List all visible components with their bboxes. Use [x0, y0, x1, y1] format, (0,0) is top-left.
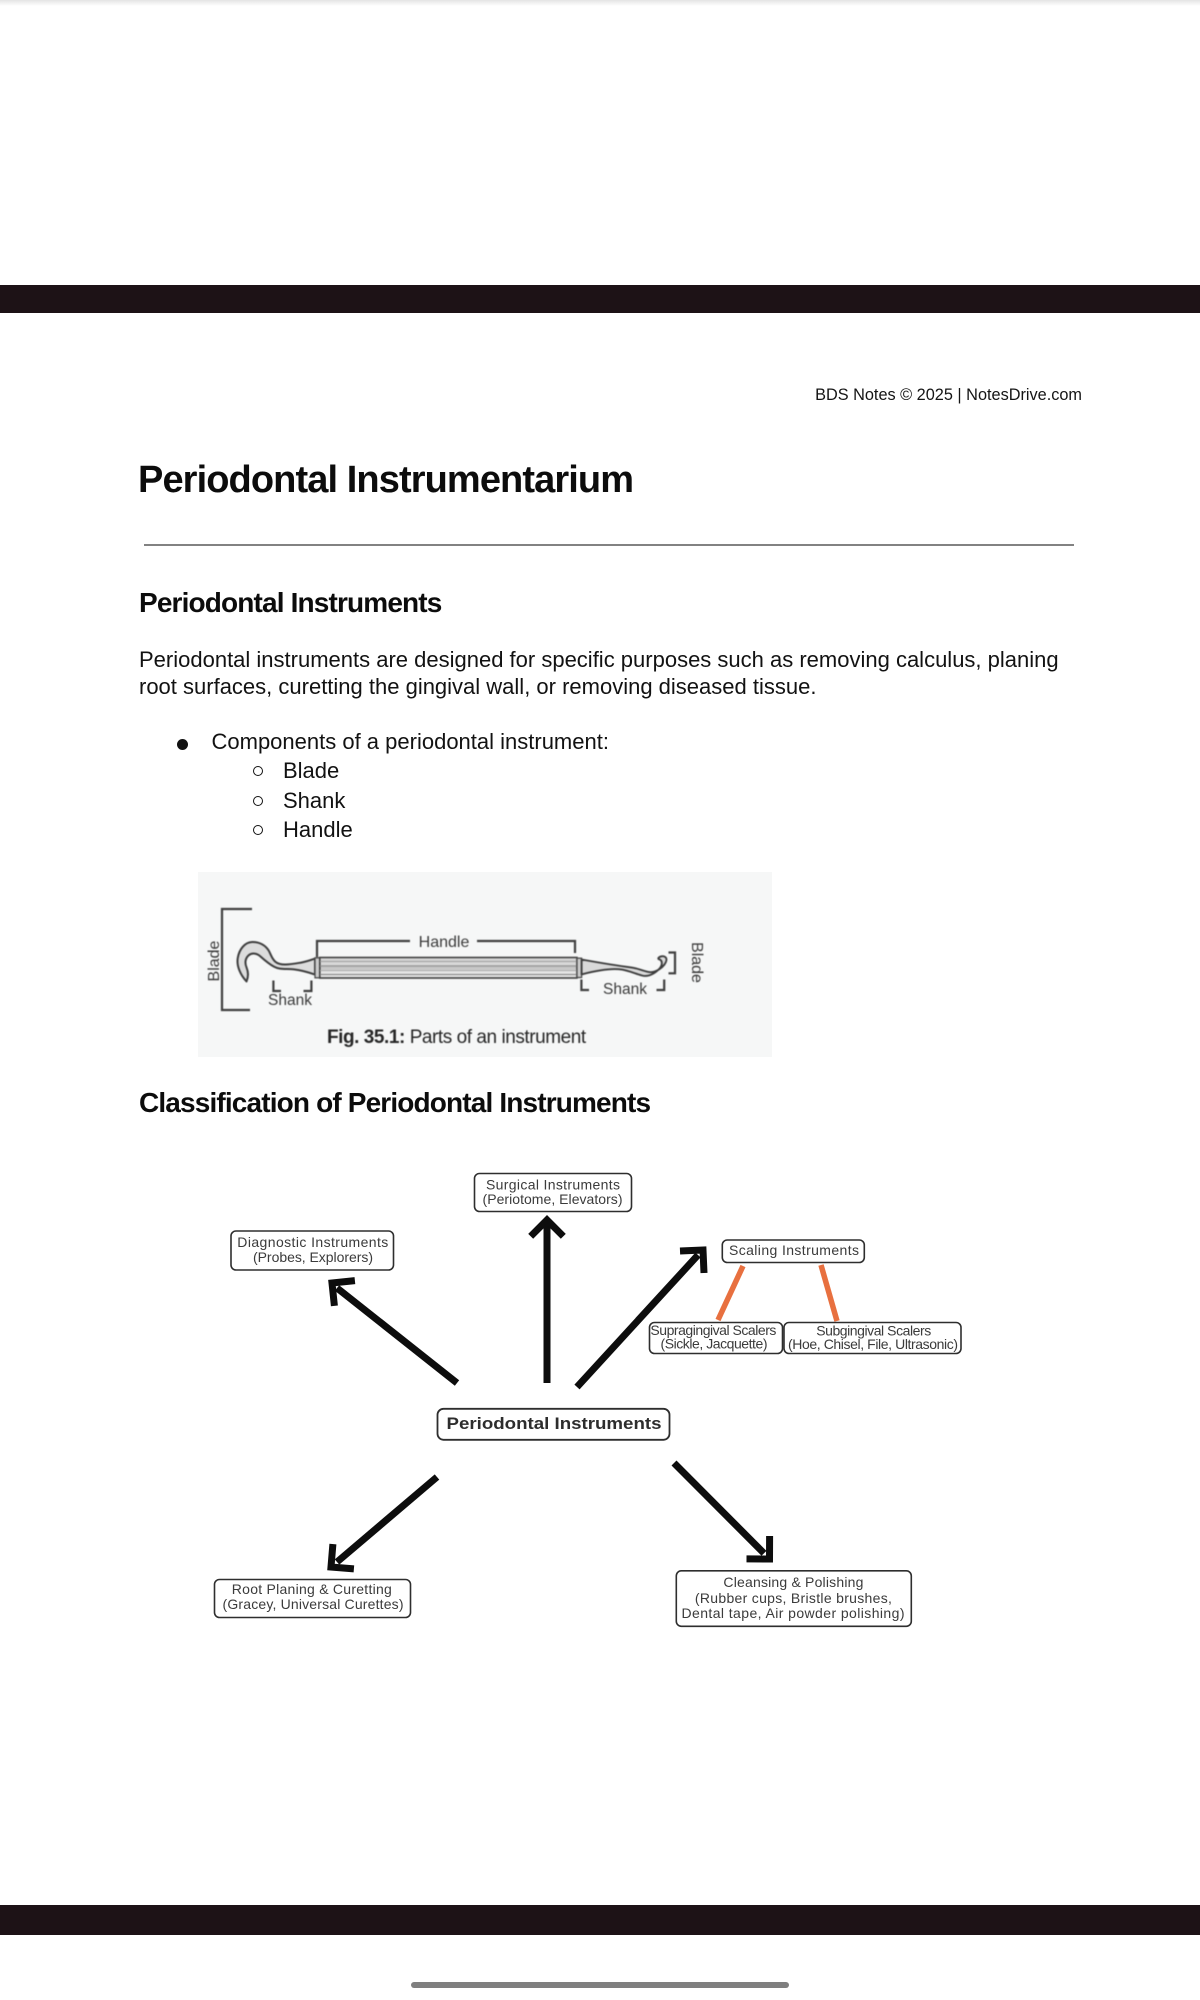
- svg-text:Blade: Blade: [688, 942, 705, 983]
- svg-text:Handle: Handle: [419, 934, 470, 951]
- svg-text:Root Planing & Curetting: Root Planing & Curetting: [232, 1581, 392, 1597]
- svg-text:(Hoe, Chisel, File, Ultrasonic: (Hoe, Chisel, File, Ultrasonic): [788, 1336, 958, 1352]
- svg-text:(Rubber cups, Bristle brushes,: (Rubber cups, Bristle brushes,: [695, 1590, 892, 1606]
- svg-text:Cleansing & Polishing: Cleansing & Polishing: [723, 1574, 863, 1590]
- svg-text:Surgical Instruments: Surgical Instruments: [486, 1177, 620, 1193]
- svg-text:Fig. 35.1: Parts of an instrum: Fig. 35.1: Parts of an instrument: [327, 1027, 587, 1048]
- svg-text:Shank: Shank: [268, 992, 312, 1009]
- svg-text:Supragingival Scalers: Supragingival Scalers: [650, 1322, 776, 1338]
- svg-text:Subgingival Scalers: Subgingival Scalers: [816, 1323, 931, 1339]
- svg-text:Periodontal Instruments: Periodontal Instruments: [447, 1415, 662, 1433]
- svg-text:Shank: Shank: [603, 981, 647, 998]
- svg-text:Diagnostic Instruments: Diagnostic Instruments: [237, 1234, 388, 1250]
- svg-text:Dental tape, Air powder polish: Dental tape, Air powder polishing): [682, 1605, 905, 1621]
- svg-text:(Sickle, Jacquette): (Sickle, Jacquette): [661, 1336, 768, 1352]
- svg-text:(Probes, Explorers): (Probes, Explorers): [253, 1249, 373, 1265]
- svg-text:Blade: Blade: [206, 940, 223, 981]
- svg-text:(Periotome, Elevators): (Periotome, Elevators): [483, 1191, 623, 1207]
- svg-text:Scaling Instruments: Scaling Instruments: [729, 1242, 859, 1258]
- svg-text:(Gracey, Universal Curettes): (Gracey, Universal Curettes): [223, 1596, 404, 1612]
